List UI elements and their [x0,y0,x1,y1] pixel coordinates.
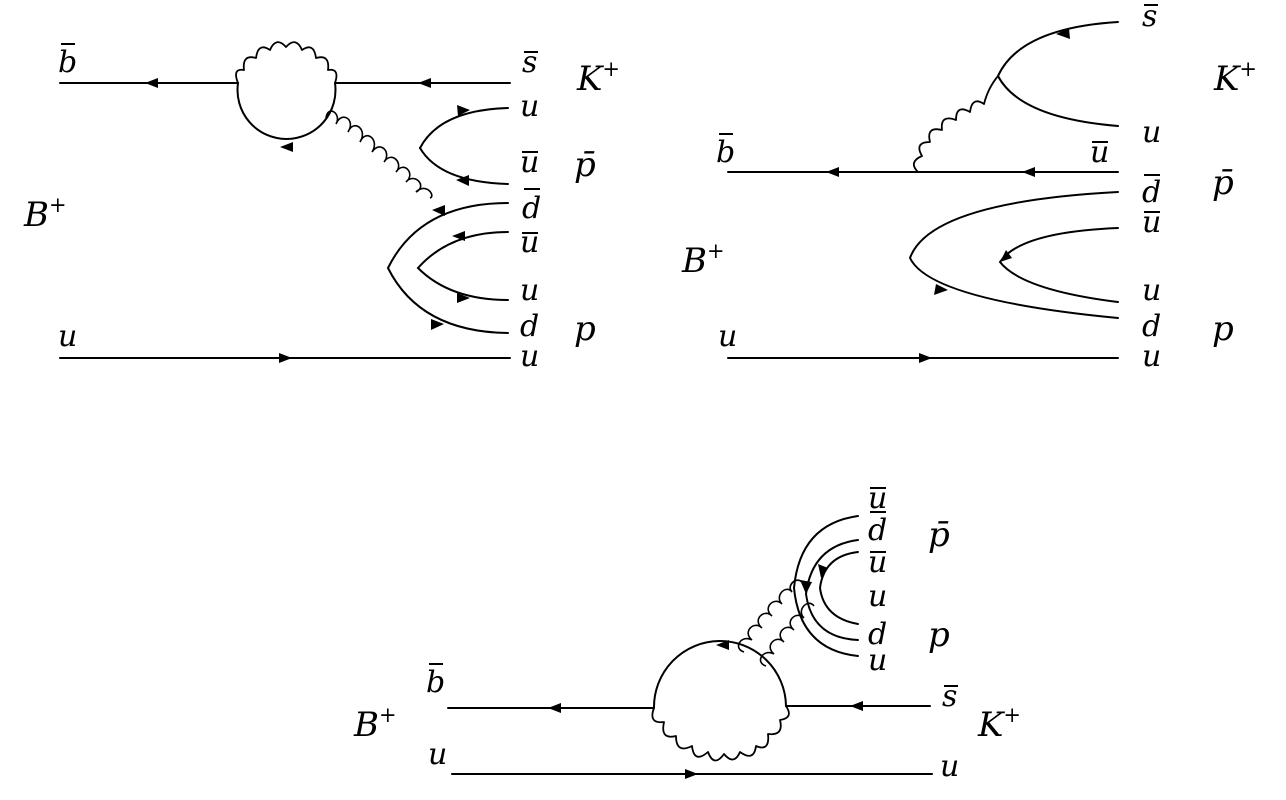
arrow [934,284,948,295]
u-quark-line [997,75,1119,127]
label-u-spectator: u [58,319,77,354]
arrow [457,105,470,116]
arrow [685,769,698,779]
label-antiproton: p̄ [574,145,596,185]
label-d: d [868,617,887,652]
u-quark-line [419,107,509,149]
gluon-line [759,602,815,667]
label-antiproton: p̄ [928,515,950,555]
label-u-spectator: u [718,319,737,354]
w-boson-photon-line [912,75,999,173]
dbar-d-arc [804,539,859,641]
arrow [431,319,444,330]
arrow [1056,28,1070,39]
label-u: u [1142,273,1161,308]
label-d: d [1142,309,1161,344]
sbar-quark-line [997,21,1119,77]
label-kaon: K+ [576,57,620,99]
arrow [850,701,863,711]
label-u: u [520,273,539,308]
diagram-tree-top-right: s u b u d u u d u u K+ p̄ B+ p [681,0,1257,374]
ubar-u-arc-outer [792,515,859,657]
label-u: u [1142,339,1161,374]
label-b-meson: B+ [681,239,725,281]
arrow [145,78,158,88]
label-dbar: d [868,513,887,548]
dbar-d-arc [908,191,1119,319]
label-kaon: K+ [977,703,1021,745]
arrow [1022,167,1035,177]
arrow [800,580,812,594]
arrow [826,167,839,177]
label-proton: p [928,615,950,655]
arrow [456,175,469,186]
dbar-d-arc [386,202,509,334]
arrow [418,78,431,88]
label-u: u [520,89,539,124]
label-u: u [940,749,959,784]
label-u: u [868,579,887,614]
label-sbar: s [942,679,957,714]
arrow [457,293,470,303]
label-bbar: b [58,45,77,80]
label-bbar: b [426,665,445,700]
label-u: u [1142,115,1161,150]
label-ubar: u [1090,135,1109,170]
gluon-line [325,110,433,199]
ubar-quark-line [419,147,509,185]
label-kaon: K+ [1213,57,1257,99]
label-sbar: s [1142,0,1157,34]
label-ubar: u [520,145,539,180]
label-sbar: s [522,45,537,80]
diagram-penguin-top-left: b s u u d u u d u u K+ p̄ B+ p [23,41,620,374]
quark-loop [236,82,337,140]
arrow [818,564,828,578]
arrow [432,205,445,216]
label-dbar: d [522,191,541,226]
label-antiproton: p̄ [1212,163,1234,203]
arrow [919,353,932,363]
diagram-penguin-bottom: u d u u d u b s u u p̄ p B+ K+ [353,481,1021,784]
arrow [280,142,293,152]
label-bbar: b [716,135,735,170]
label-ubar: u [868,481,887,516]
label-u-spectator: u [428,737,447,772]
label-d: d [520,309,539,344]
label-ubar: u [520,225,539,260]
ubar-u-arc [998,227,1119,303]
arrow [452,231,465,241]
arrow [716,640,729,650]
label-ubar: u [868,545,887,580]
ubar-u-arc-inner [818,551,859,625]
label-u: u [868,643,887,678]
w-boson-photon-line [235,41,338,84]
label-b-meson: B+ [23,193,67,235]
arrow [548,703,561,713]
w-boson-photon-line [651,705,790,762]
label-ubar: u [1142,205,1161,240]
label-proton: p [574,309,596,349]
label-b-meson: B+ [353,703,397,745]
quark-loop [652,640,787,709]
label-proton: p [1212,309,1234,349]
label-u: u [520,339,539,374]
arrow [279,353,292,363]
label-dbar: d [1142,175,1161,210]
gluon-line [737,579,803,653]
ubar-u-arc [416,231,509,301]
arrow [1000,250,1012,262]
